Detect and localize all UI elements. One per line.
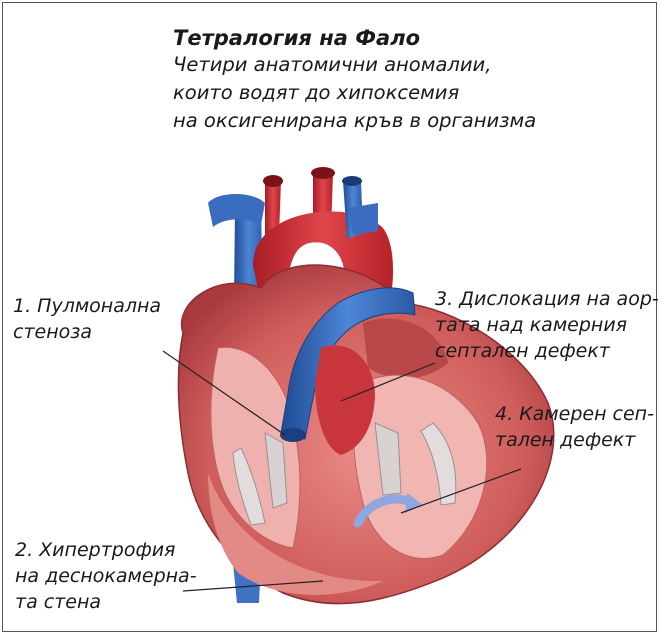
figure-heading: Тетралогия на Фало Четири анатомични ано… (173, 25, 536, 135)
label-aorta-dislocation: 3. Дислокация на аор- тата над камерния … (435, 286, 659, 364)
subtitle-line: които водят до хипоксемия (173, 79, 536, 107)
label-line: 3. Дислокация на аор- (435, 286, 659, 312)
label-vsd: 4. Камерен сеп- тален дефект (495, 401, 654, 453)
label-line: 1. Пулмонална (13, 293, 161, 319)
label-line: 2. Хипертрофия (15, 537, 197, 563)
figure-title: Тетралогия на Фало (173, 25, 536, 51)
subtitle-line: на оксигенирана кръв в организма (173, 107, 536, 135)
label-pulmonary-stenosis: 1. Пулмонална стеноза (13, 293, 161, 345)
label-line: та стена (15, 589, 197, 615)
label-line: тален дефект (495, 427, 654, 453)
label-line: септален дефект (435, 338, 659, 364)
pulmonary-artery (342, 176, 378, 239)
label-line: стеноза (13, 319, 161, 345)
label-line: на деснокамерна- (15, 563, 197, 589)
subtitle-line: Четири анатомични аномалии, (173, 51, 536, 79)
label-line: тата над камерния (435, 312, 659, 338)
label-rv-hypertrophy: 2. Хипертрофия на деснокамерна- та стена (15, 537, 197, 615)
label-line: 4. Камерен сеп- (495, 401, 654, 427)
